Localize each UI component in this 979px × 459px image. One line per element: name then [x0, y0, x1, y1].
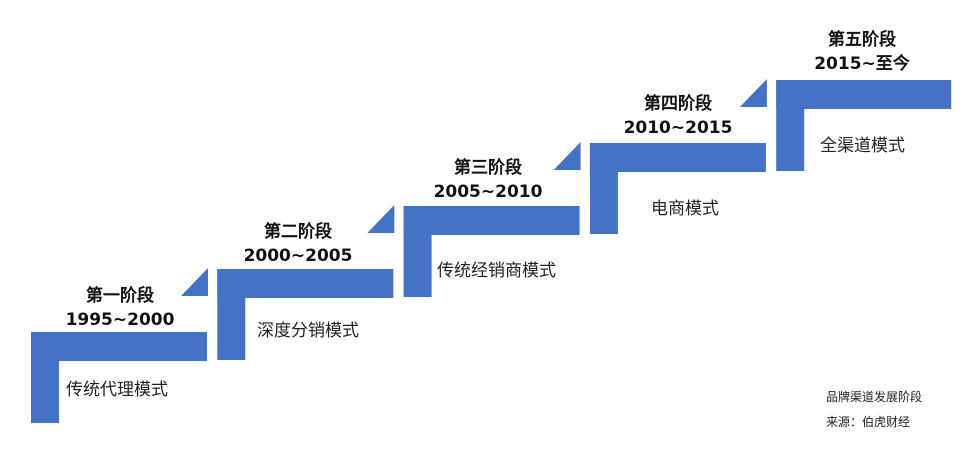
stage-name: 第四阶段: [644, 94, 712, 114]
step-3-arrow-triangle: [553, 142, 581, 170]
stage-3-label: 第三阶段 2005~2010: [398, 156, 578, 204]
stage-2-mode: 深度分销模式: [257, 321, 359, 341]
caption: 品牌渠道发展阶段: [826, 390, 923, 404]
stage-name: 第五阶段: [828, 30, 896, 50]
step-1-arrow-triangle: [181, 268, 208, 296]
step-4-tread: [589, 143, 766, 172]
step-2-arrow-triangle: [367, 205, 395, 233]
stage-3-mode: 传统经销商模式: [437, 261, 556, 281]
stage-name: 第三阶段: [454, 158, 522, 178]
step-3-riser: [403, 206, 432, 297]
step-5-riser: [776, 80, 805, 171]
step-4-arrow-triangle: [739, 79, 767, 107]
stage-4-label: 第四阶段 2010~2015: [588, 92, 768, 140]
stage-2-label: 第二阶段 2000~2005: [208, 220, 388, 268]
stage-period: 2005~2010: [433, 182, 543, 202]
stage-5-mode: 全渠道模式: [820, 136, 905, 156]
step-1-riser: [31, 332, 59, 423]
step-4-riser: [589, 143, 618, 234]
step-2-riser: [217, 269, 246, 360]
stage-1-label: 第一阶段 1995~2000: [30, 284, 210, 332]
step-3-tread: [403, 206, 580, 235]
stage-name: 第二阶段: [264, 222, 332, 242]
stage-period: 2010~2015: [623, 118, 733, 138]
stage-period: 2015~至今: [814, 54, 910, 74]
step-5-tread: [776, 80, 952, 109]
stage-1-mode: 传统代理模式: [66, 380, 168, 400]
stage-period: 2000~2005: [243, 246, 353, 266]
stage-name: 第一阶段: [86, 286, 154, 306]
stage-4-mode: 电商模式: [651, 199, 719, 219]
stage-period: 1995~2000: [65, 310, 175, 330]
step-2-tread: [217, 269, 394, 298]
source: 来源：伯虎财经: [826, 415, 911, 429]
stage-5-label: 第五阶段 2015~至今: [772, 28, 952, 76]
step-1-tread: [31, 332, 207, 361]
